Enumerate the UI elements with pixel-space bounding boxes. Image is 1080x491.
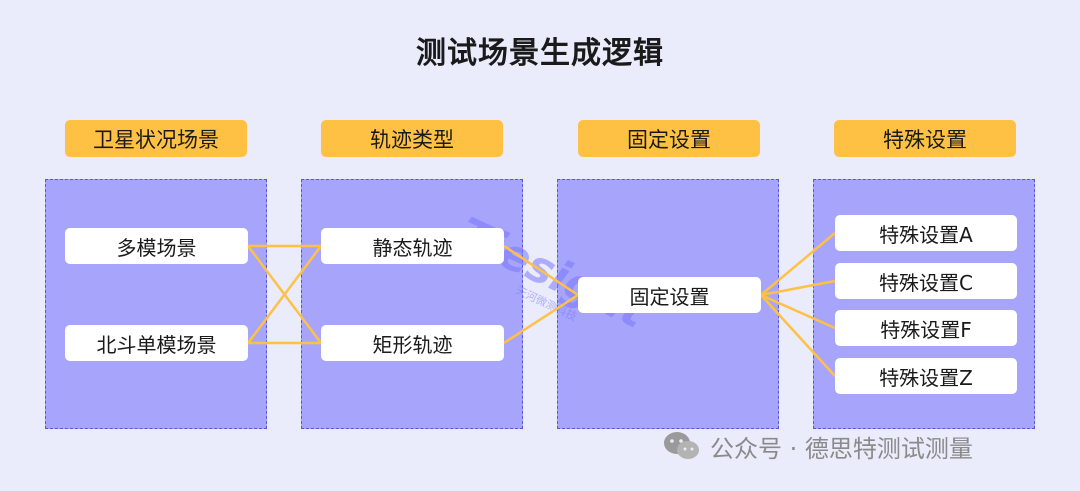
node-special-z: 特殊设置Z bbox=[835, 358, 1017, 394]
panel-satellite-scenario bbox=[45, 179, 267, 429]
wechat-icon bbox=[664, 432, 699, 459]
node-special-f: 特殊设置F bbox=[835, 310, 1017, 346]
node-special-c: 特殊设置C bbox=[835, 263, 1017, 299]
header-special-settings: 特殊设置 bbox=[834, 120, 1016, 157]
panel-trajectory-type bbox=[301, 179, 523, 429]
footer-attribution: 公众号 · 德思特测试测量 bbox=[662, 428, 973, 464]
footer-text: 公众号 · 德思特测试测量 bbox=[710, 434, 973, 463]
node-rectangle-trajectory: 矩形轨迹 bbox=[321, 325, 504, 361]
node-beidou-single-mode: 北斗单模场景 bbox=[65, 325, 248, 361]
header-satellite-scenario: 卫星状况场景 bbox=[65, 120, 247, 157]
diagram-title: 测试场景生成逻辑 bbox=[416, 36, 664, 71]
header-trajectory-type: 轨迹类型 bbox=[321, 120, 503, 157]
node-special-a: 特殊设置A bbox=[835, 215, 1017, 251]
node-multi-mode: 多模场景 bbox=[65, 228, 248, 264]
node-fixed-setting: 固定设置 bbox=[578, 277, 761, 313]
header-fixed-settings: 固定设置 bbox=[578, 120, 760, 157]
node-static-trajectory: 静态轨迹 bbox=[321, 228, 504, 264]
